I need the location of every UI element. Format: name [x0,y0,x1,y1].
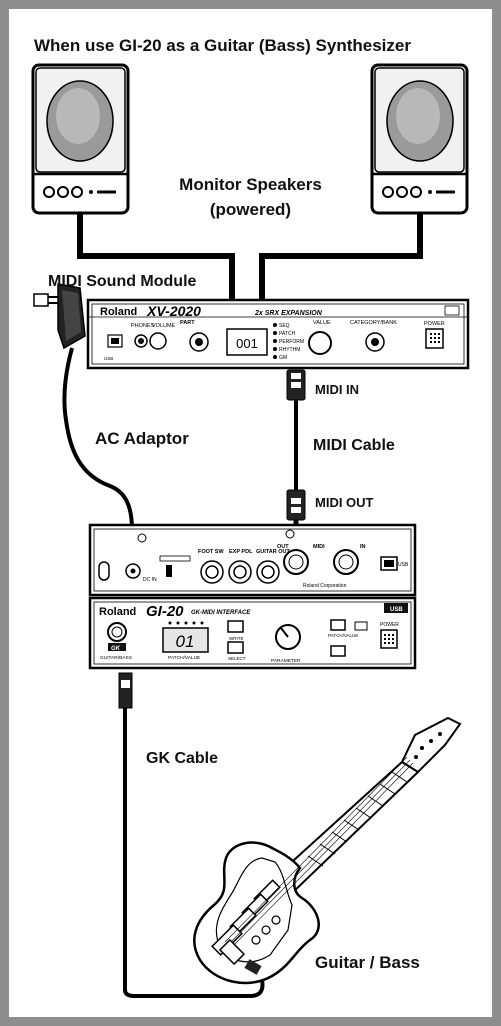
gi20-gk-badge: GK [111,646,121,652]
midi-cable-label: MIDI Cable [313,437,395,455]
diagram-title: When use GI-20 as a Guitar (Bass) Synthe… [34,36,411,56]
rear-usb-label: USB [398,562,409,568]
xv2020-mode-gm: GM [279,355,287,361]
guitar-bass-label: Guitar / Bass [315,953,420,973]
xv2020-module: Roland XV-2020 2x SRX EXPANSION USB PHON… [88,300,468,368]
xv2020-part-label: PART [180,320,195,326]
gi20-brand: Roland [99,606,136,618]
gi20-power-label: POWER [380,622,399,628]
xv2020-volume-label: VOLUME [152,323,176,329]
gi20-parameter-label: PARAMETER [271,658,301,664]
gi20-write-label: WRITE [229,636,244,641]
xv2020-subtitle: 2x SRX EXPANSION [254,310,323,317]
gi20-select-label: SELECT [228,656,246,661]
ac-adaptor-label: AC Adaptor [95,429,189,449]
rear-out-label: OUT [277,544,289,550]
xv2020-power-label: POWER [424,321,445,327]
xv2020-display: 001 [236,336,258,351]
midi-out-label: MIDI OUT [315,495,374,510]
midi-sound-module-label: MIDI Sound Module [48,273,196,291]
rear-in-label: IN [360,544,366,550]
midi-cable [287,370,305,535]
xv2020-mode-perform: PERFORM [279,339,304,345]
rear-midi-label: MIDI [313,544,325,550]
gi20-patchvalue-label: PATCH/VALUE [168,655,200,661]
monitor-speakers-line1: Monitor Speakers [0,172,501,197]
rear-maker-label: Roland Corporation [303,583,347,589]
gi20-guitarbass-label: GUITAR/BASS [100,655,132,661]
rear-dcin-label: DC IN [143,577,157,583]
rear-footsw-label: FOOT SW [198,549,224,555]
xv2020-value-label: VALUE [313,320,331,326]
xv2020-usb-label: USB [104,356,113,361]
gi20-model: GI-20 [146,603,184,620]
gk-cable-label: GK Cable [146,750,218,768]
xv2020-mode-seq: SEQ [279,323,290,329]
gi20-rear-panel: DC IN FOOT SW EXP PDL GUITAR OUT OUT MID… [90,525,415,595]
xv2020-model: XV-2020 [146,303,201,319]
gi20-display: 01 [176,632,195,651]
midi-in-label: MIDI IN [315,382,359,397]
monitor-speakers-line2: (powered) [0,197,501,222]
guitar-illustration [194,718,460,983]
gi20-patchvalue-btn-label: PATCH/VALUE [328,633,358,638]
xv2020-mode-patch: PATCH [279,331,296,337]
speaker-cable-left [80,212,232,306]
xv2020-brand: Roland [100,306,137,318]
gi20-usb-badge: USB [390,607,403,613]
gi20-subtitle: GK-MIDI INTERFACE [191,610,251,616]
monitor-speakers-label: Monitor Speakers (powered) [0,172,501,222]
speaker-cable-right [262,212,420,306]
xv2020-category-label: CATEGORY/BANK [350,320,397,326]
xv2020-mode-rhythm: RHYTHM [279,347,300,353]
rear-exppdl-label: EXP PDL [229,549,253,555]
gi20-front-panel: Roland GI-20 GK-MIDI INTERFACE USB GK GU… [90,598,415,668]
